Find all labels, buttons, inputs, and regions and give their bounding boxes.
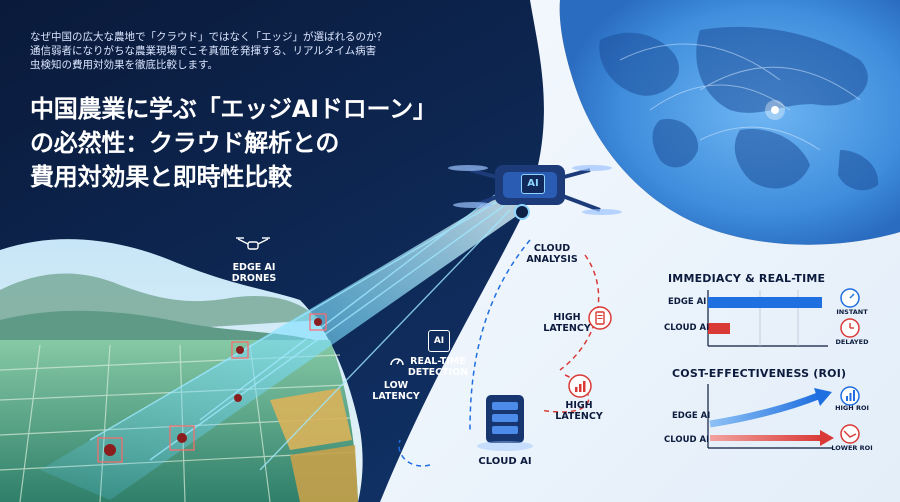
realtime-detection-label: REAL-TIME DETECTION: [407, 356, 469, 378]
intro-text: なぜ中国の広大な農地で「クラウド」ではなく「エッジ」が選ばれるのか？ 通信弱者に…: [30, 31, 387, 71]
speed-gauge-icon: [390, 358, 404, 366]
latency-gauge-icon: [568, 374, 592, 398]
roi-panel-title: COST-EFFECTIVENESS (ROI): [672, 367, 847, 380]
immediacy-bar-edge-ai: [708, 297, 822, 308]
roi-chart: [707, 384, 860, 449]
cloud-analysis-label: CLOUD ANALYSIS: [526, 243, 578, 265]
decline-icon: [840, 424, 860, 444]
drone-icon: [236, 237, 270, 250]
immediacy-row-label-edge: EDGE AI: [668, 297, 707, 307]
server-rack-icon: [588, 306, 612, 330]
server-graphic: [477, 395, 533, 451]
immediacy-panel-title: IMMEDIACY & REAL-TIME: [668, 272, 826, 285]
delayed-tag: DELAYED: [835, 338, 869, 346]
immediacy-chart: [707, 288, 860, 347]
low-latency-label: LOW LATENCY: [372, 380, 420, 402]
drone-ai-chip: AI: [521, 174, 545, 194]
lower-roi-tag: LOWER ROI: [831, 444, 873, 452]
roi-row-label-cloud: CLOUD AI: [664, 435, 710, 445]
roi-arrow-cloud-ai: [710, 435, 822, 441]
ai-chip-icon: AI: [428, 330, 450, 352]
immediacy-row-label-cloud: CLOUD AI: [664, 323, 710, 333]
roi-row-label-edge: EDGE AI: [672, 411, 711, 421]
roi-arrow-edge-ai: [709, 392, 820, 428]
high-latency-label-bottom: HIGH LATENCY: [555, 400, 603, 422]
page-title: 中国農業に学ぶ「エッジAIドローン」 の必然性：クラウド解析との 費用対効果と即…: [30, 95, 437, 191]
high-roi-tag: HIGH ROI: [835, 404, 869, 412]
cloud-ai-label: CLOUD AI: [478, 456, 532, 467]
edge-ai-drones-label: EDGE AI DRONES: [231, 262, 277, 284]
immediacy-bar-cloud-ai: [708, 323, 730, 334]
high-latency-label-top: HIGH LATENCY: [543, 312, 591, 334]
instant-tag: INSTANT: [836, 308, 868, 316]
